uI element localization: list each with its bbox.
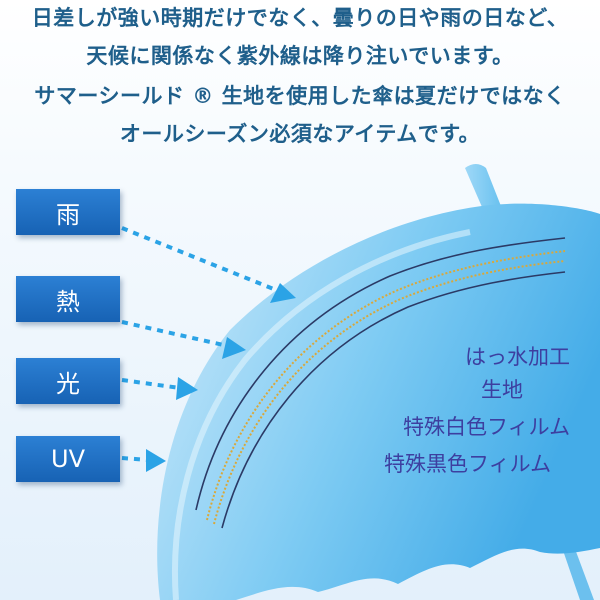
badge-heat: 熱 bbox=[16, 276, 120, 322]
layer-label-water-repellent: はっ水加工 bbox=[465, 345, 570, 369]
layer-label-fabric: 生地 bbox=[481, 378, 523, 402]
canopy-highlight bbox=[171, 229, 471, 600]
badge-rain-label: 雨 bbox=[56, 200, 80, 229]
badge-uv: UV bbox=[16, 436, 120, 482]
intro-line-1: 日差しが強い時期だけでなく、曇りの日や雨の日など、 bbox=[31, 6, 569, 30]
arrow-light-head bbox=[176, 377, 198, 400]
badge-heat-label: 熱 bbox=[56, 287, 80, 316]
layer-label-white-film: 特殊白色フィルム bbox=[403, 415, 571, 439]
arrow-rain-head bbox=[270, 283, 296, 303]
intro-line-2: 天候に関係なく紫外線は降り注いでいます。 bbox=[86, 44, 514, 68]
badge-rain: 雨 bbox=[16, 189, 120, 235]
intro-line-4: オールシーズン必須なアイテムです。 bbox=[119, 122, 481, 146]
arrow-uv-head bbox=[146, 449, 166, 472]
layer-line-outer bbox=[195, 237, 566, 511]
arrow-heat-shaft bbox=[121, 320, 229, 348]
badge-light-label: 光 bbox=[56, 369, 80, 398]
arrow-uv-shaft bbox=[121, 456, 149, 462]
umbrella-canopy bbox=[157, 203, 600, 600]
badge-light: 光 bbox=[16, 358, 120, 404]
layer-label-black-film: 特殊黒色フィルム bbox=[384, 452, 552, 476]
layer-line-inner bbox=[221, 271, 566, 529]
intro-line-3: サマーシールド ® 生地を使用した傘は夏だけではなく bbox=[34, 84, 566, 108]
badge-uv-label: UV bbox=[51, 445, 85, 473]
layer-dots-1 bbox=[206, 250, 566, 521]
arrow-light-shaft bbox=[121, 378, 181, 390]
arrow-rain-shaft bbox=[121, 226, 277, 292]
arrow-heat-head bbox=[222, 337, 246, 359]
